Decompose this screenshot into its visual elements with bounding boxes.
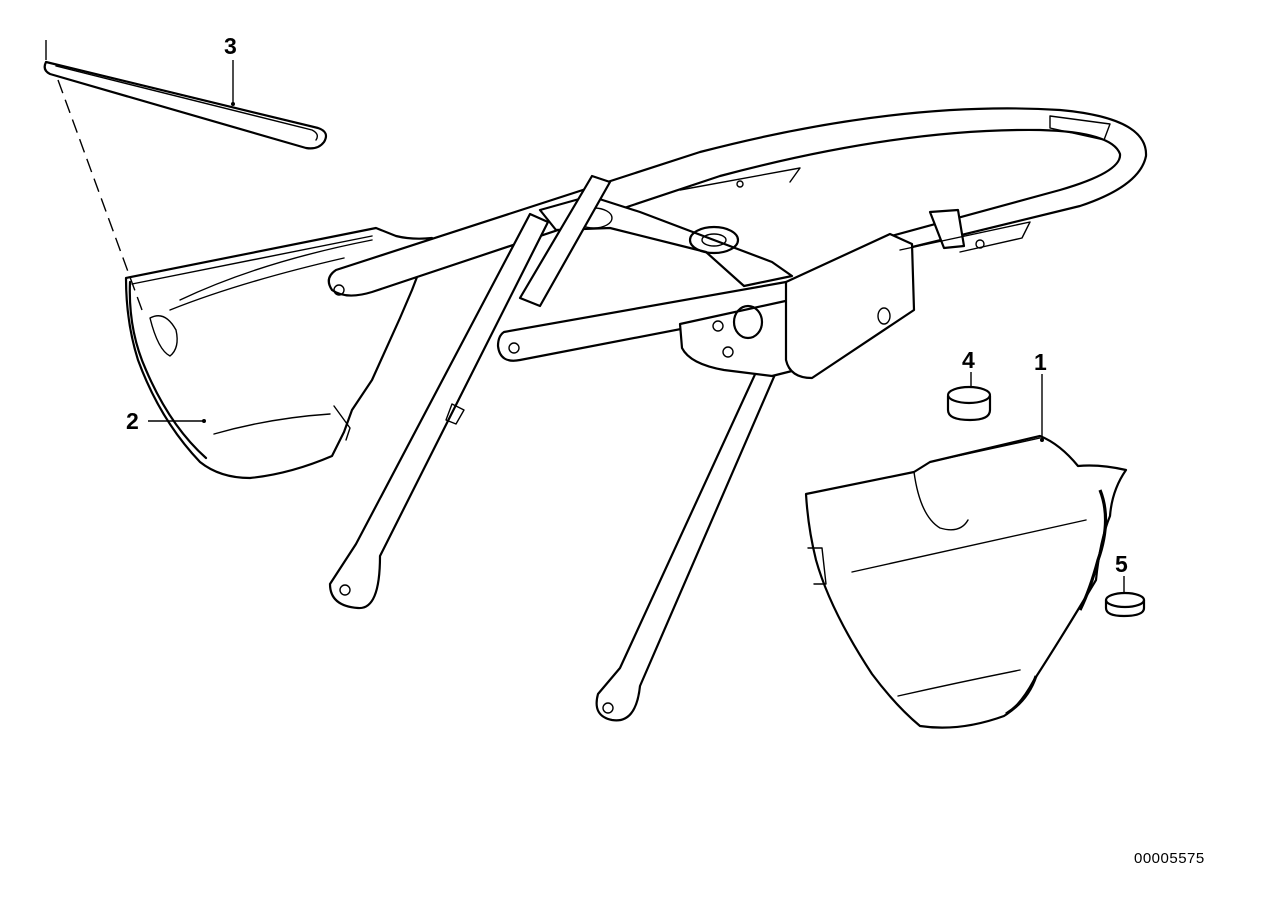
part-3-rubber-strip: [43, 40, 328, 150]
rear-frame: [327, 107, 1148, 722]
document-number: 00005575: [1134, 850, 1205, 867]
callout-2: 2: [126, 408, 139, 434]
part-4-grommet: [946, 385, 992, 422]
callout-5: 5: [1115, 551, 1128, 577]
callout-1: 1: [1034, 349, 1047, 375]
leader-lines: [148, 60, 1125, 594]
callout-3: 3: [224, 33, 237, 59]
part-5-grommet: [1104, 591, 1146, 618]
alignment-dashed-line: [57, 79, 143, 311]
part-1-right-side-cover: [804, 434, 1128, 729]
callout-4: 4: [962, 347, 975, 373]
